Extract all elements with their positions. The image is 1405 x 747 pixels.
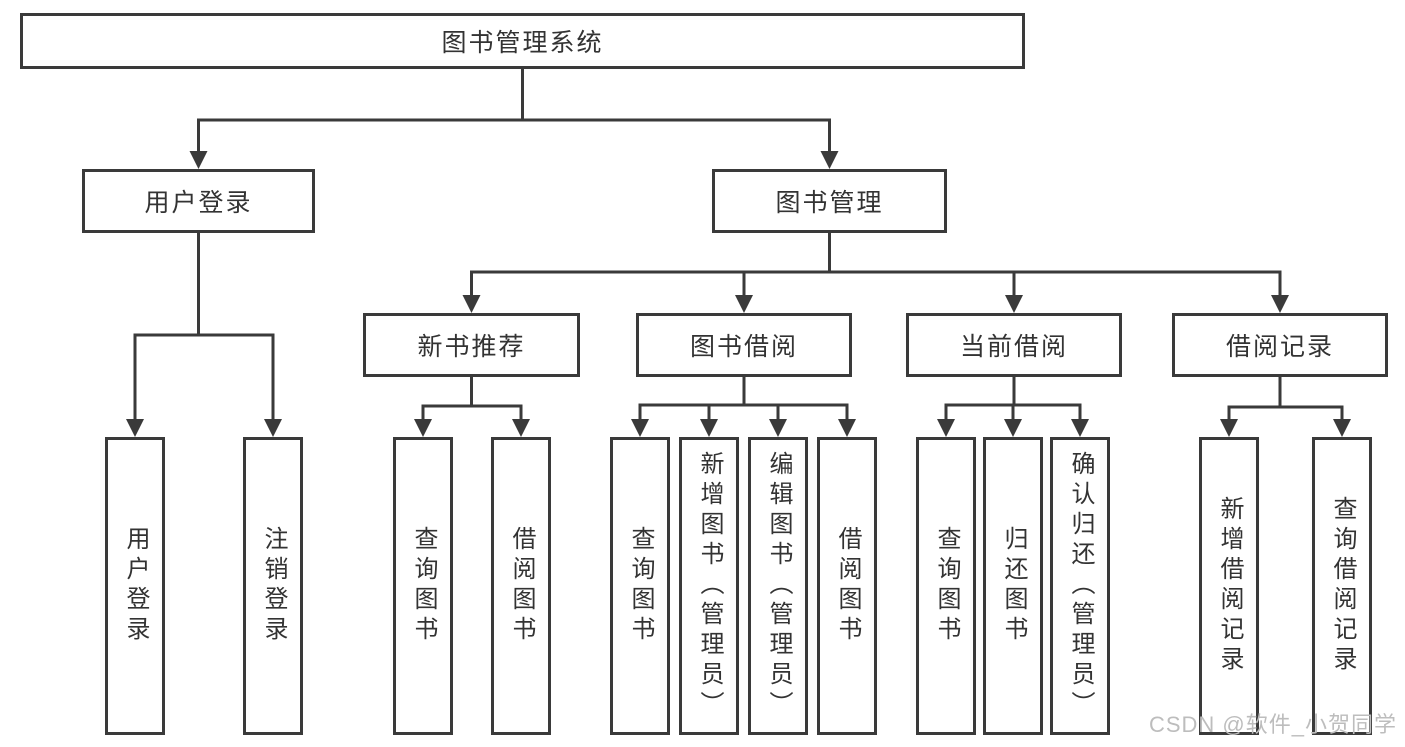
node-borrow-records-label: 借阅记录 <box>1225 333 1334 361</box>
leaf-user-login: 用户登录 <box>105 437 165 735</box>
leaf-current-return-books-label: 归还图书 <box>1000 526 1027 646</box>
node-book-management-label: 图书管理 <box>775 189 884 217</box>
node-user-login: 用户登录 <box>82 169 315 233</box>
node-borrow-records: 借阅记录 <box>1172 313 1388 377</box>
leaf-logout: 注销登录 <box>243 437 303 735</box>
leaf-recommend-borrow-books: 借阅图书 <box>491 437 551 735</box>
node-user-login-label: 用户登录 <box>144 189 253 217</box>
leaf-borrow-add-books-admin: 新增图书（管理员） <box>679 437 739 735</box>
leaf-current-confirm-return-admin-label: 确认归还（管理员） <box>1067 451 1094 721</box>
leaf-user-login-label: 用户登录 <box>122 526 149 646</box>
leaf-borrow-borrow-books-label: 借阅图书 <box>834 526 861 646</box>
leaf-borrow-add-books-admin-label: 新增图书（管理员） <box>696 451 723 721</box>
leaf-records-add-record-label: 新增借阅记录 <box>1216 496 1243 676</box>
leaf-borrow-edit-books-admin: 编辑图书（管理员） <box>748 437 808 735</box>
leaf-borrow-query-books: 查询图书 <box>610 437 670 735</box>
node-new-book-recommend: 新书推荐 <box>363 313 580 377</box>
leaf-records-add-record: 新增借阅记录 <box>1199 437 1259 735</box>
leaf-recommend-query-books: 查询图书 <box>393 437 453 735</box>
leaf-records-query-record-label: 查询借阅记录 <box>1329 496 1356 676</box>
leaf-current-query-books: 查询图书 <box>916 437 976 735</box>
leaf-recommend-borrow-books-label: 借阅图书 <box>508 526 535 646</box>
node-root-label: 图书管理系统 <box>441 29 604 57</box>
leaf-recommend-query-books-label: 查询图书 <box>410 526 437 646</box>
leaf-borrow-borrow-books: 借阅图书 <box>817 437 877 735</box>
node-current-borrow: 当前借阅 <box>906 313 1122 377</box>
node-root: 图书管理系统 <box>20 13 1025 69</box>
node-book-management: 图书管理 <box>712 169 947 233</box>
leaf-logout-label: 注销登录 <box>260 526 287 646</box>
node-book-borrow-label: 图书借阅 <box>689 333 798 361</box>
leaf-current-query-books-label: 查询图书 <box>933 526 960 646</box>
watermark-csdn: CSDN @软件_小贺同学 <box>1148 712 1397 737</box>
leaf-borrow-query-books-label: 查询图书 <box>627 526 654 646</box>
node-new-book-recommend-label: 新书推荐 <box>417 333 526 361</box>
leaf-current-confirm-return-admin: 确认归还（管理员） <box>1050 437 1110 735</box>
node-book-borrow: 图书借阅 <box>636 313 852 377</box>
leaf-borrow-edit-books-admin-label: 编辑图书（管理员） <box>765 451 792 721</box>
leaf-current-return-books: 归还图书 <box>983 437 1043 735</box>
leaf-records-query-record: 查询借阅记录 <box>1312 437 1372 735</box>
node-current-borrow-label: 当前借阅 <box>959 333 1068 361</box>
